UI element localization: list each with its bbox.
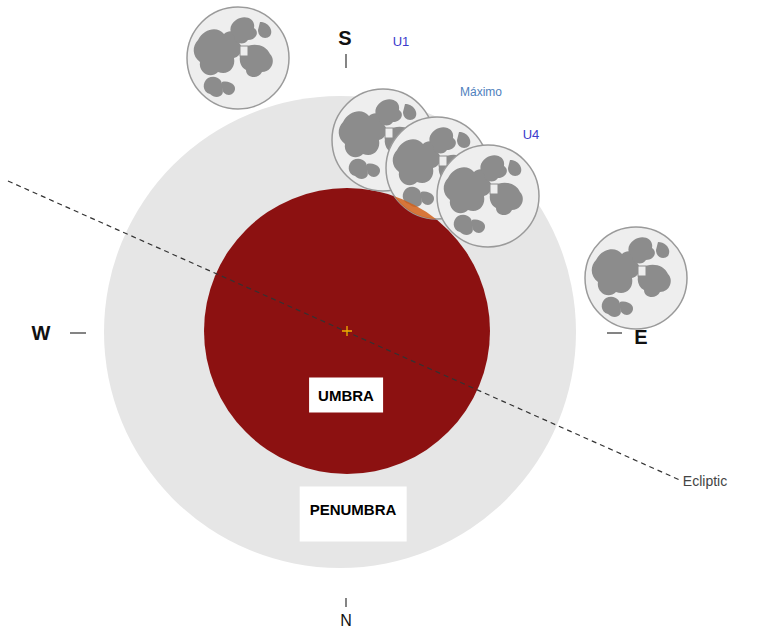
contact-label: U1 — [393, 34, 410, 49]
moon — [437, 145, 539, 247]
moon — [187, 7, 289, 109]
compass-tick — [70, 332, 86, 333]
compass-tick — [607, 332, 622, 333]
region-label: PENUMBRA — [300, 487, 407, 542]
maximum-label: Máximo — [460, 85, 502, 99]
shadow-circle — [204, 188, 490, 474]
ecliptic-label: Ecliptic — [683, 473, 727, 489]
contact-label: U4 — [523, 127, 540, 142]
compass-label: S — [338, 27, 351, 50]
compass-tick — [345, 598, 346, 607]
moon — [585, 227, 687, 329]
centre-mark — [342, 326, 352, 336]
ecliptic-line — [8, 181, 682, 481]
eclipsed-part — [386, 117, 488, 219]
compass-tick — [345, 54, 346, 68]
compass-label: W — [32, 322, 51, 345]
compass-label: N — [340, 612, 352, 630]
compass-label: E — [634, 326, 647, 349]
region-label: UMBRA — [309, 378, 383, 413]
